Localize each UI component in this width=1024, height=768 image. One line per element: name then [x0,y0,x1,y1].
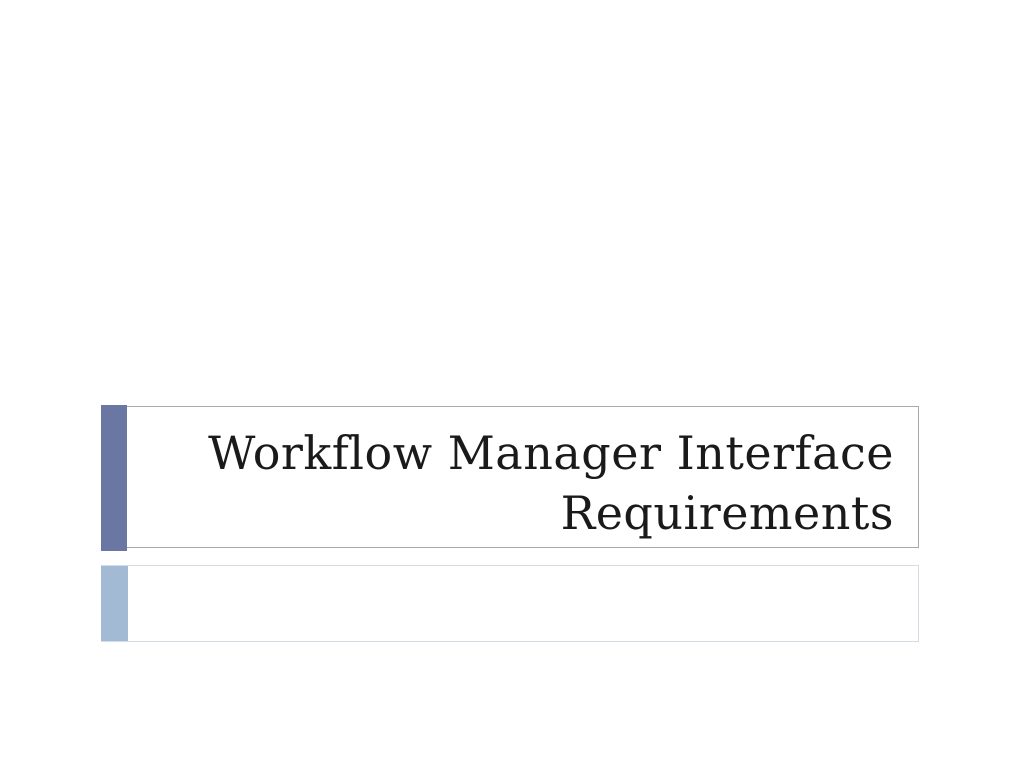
subtitle-accent-bar [101,566,128,641]
slide-title-line-2: Requirements [560,486,894,540]
subtitle-placeholder [101,565,919,642]
title-accent-bar [101,405,127,551]
slide-title-line-1: Workflow Manager Interface [208,426,894,480]
title-placeholder: Workflow Manager Interface Requirements [101,406,919,548]
slide-title: Workflow Manager Interface Requirements [208,423,894,543]
